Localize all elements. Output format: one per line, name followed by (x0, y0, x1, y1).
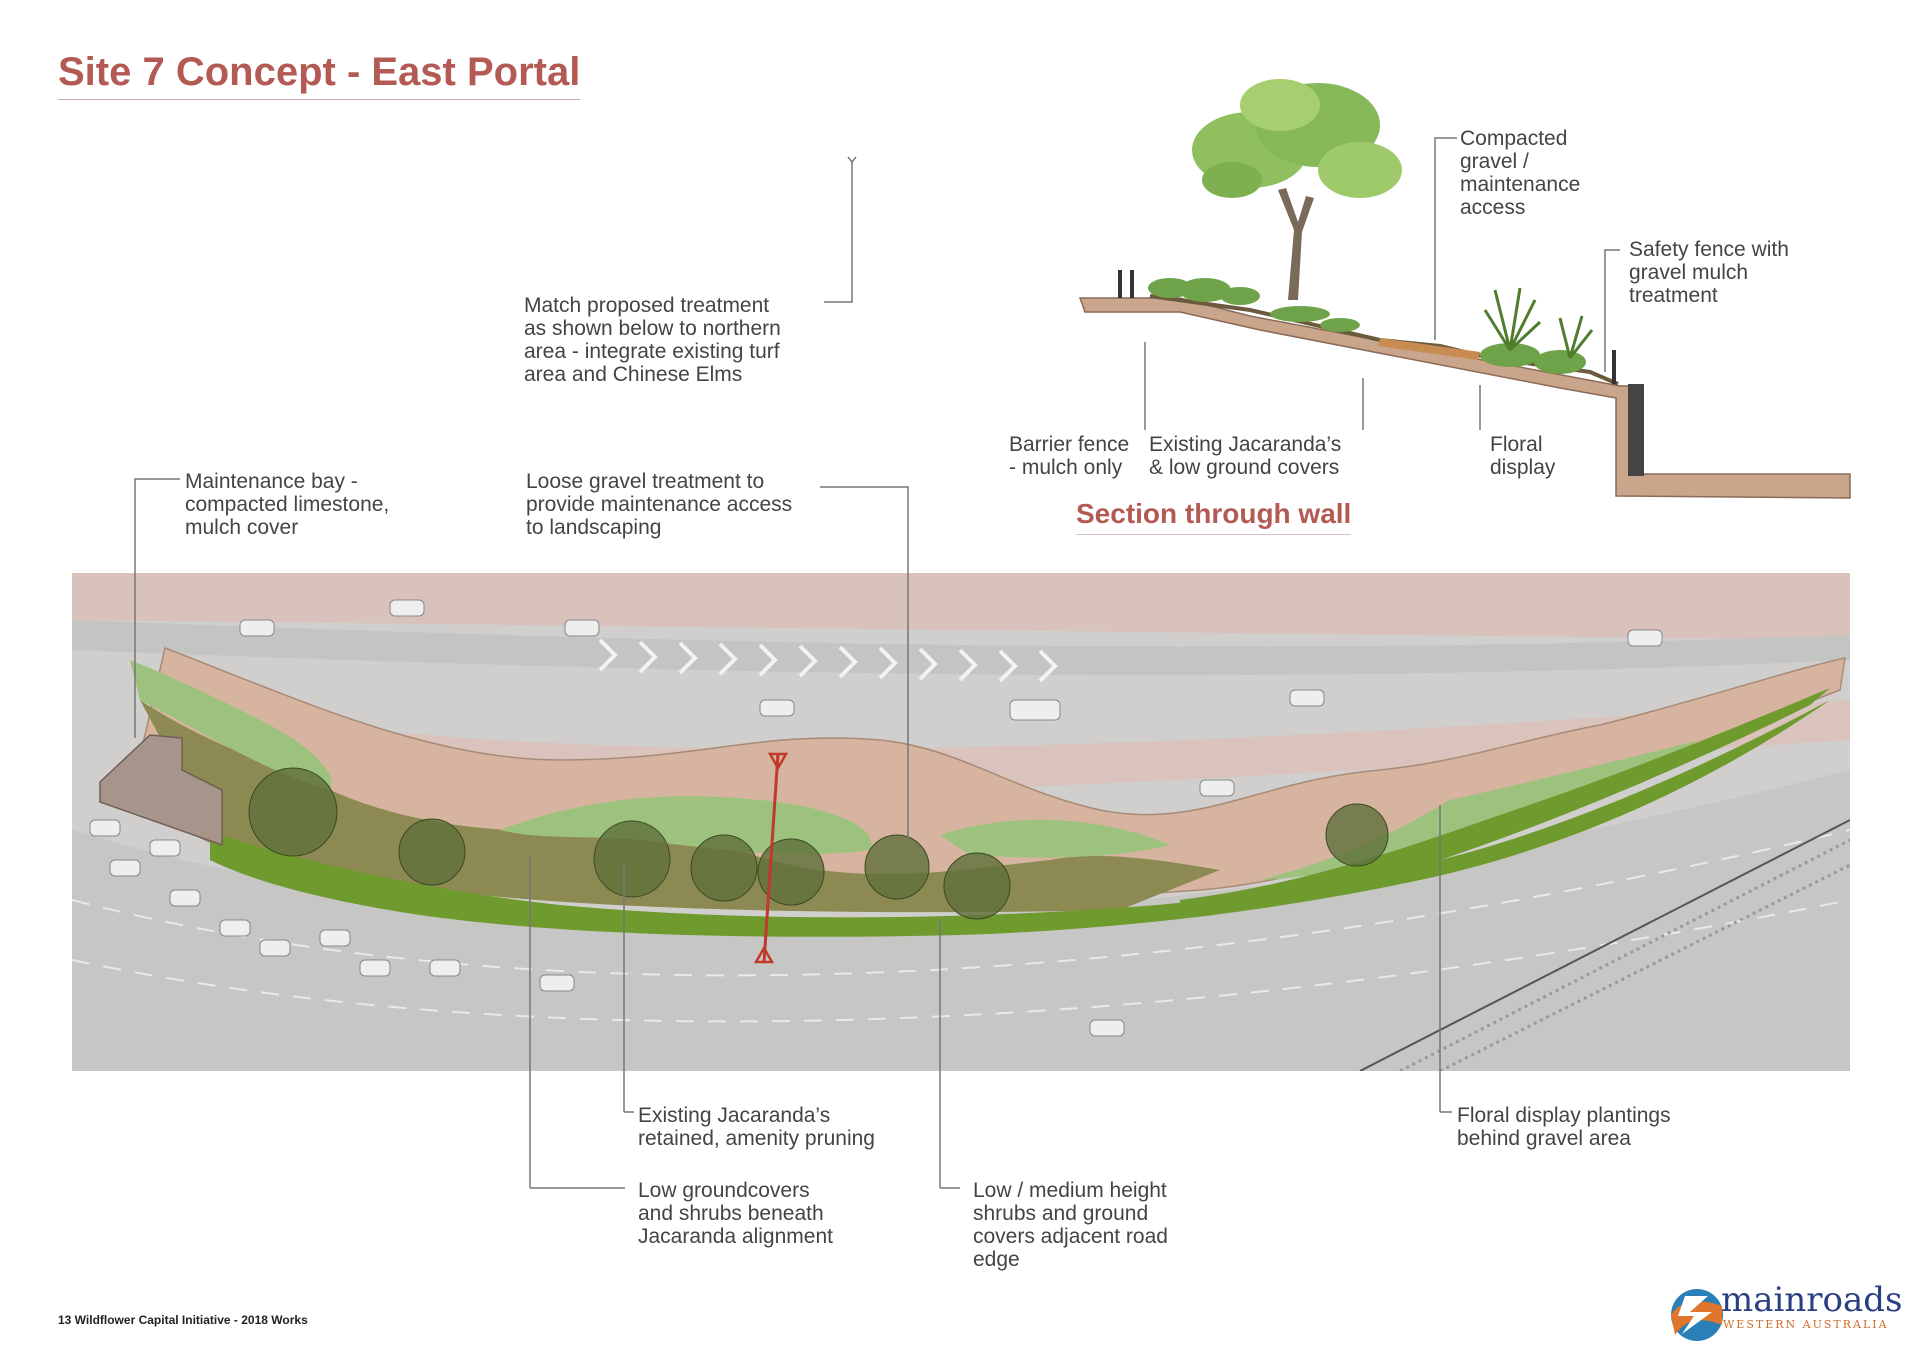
label-low-medium-shrubs: Low / medium height shrubs and ground co… (973, 1179, 1168, 1271)
section-tree (1192, 79, 1402, 300)
section-title: Section through wall (1076, 498, 1352, 535)
label-safety-fence: Safety fence with gravel mulch treatment (1629, 238, 1789, 307)
label-loose-gravel: Loose gravel treatment to provide mainte… (526, 470, 793, 539)
section-retaining-wall (1628, 384, 1644, 476)
page-title: Site 7 Concept - East Portal (58, 50, 581, 100)
vehicles (89, 599, 1663, 1037)
light-green-zone (940, 819, 1170, 858)
logo-subtitle: WESTERN AUSTRALIA (1723, 1318, 1889, 1331)
plan-leader-lines (134, 156, 1452, 1189)
road-chevrons (598, 638, 1058, 683)
logo-wordmark: mainroads (1721, 1280, 1903, 1320)
label-jacarandas-retained: Existing Jacaranda’s retained, amenity p… (638, 1104, 875, 1150)
aerial-plan (72, 573, 1850, 1071)
safety-fence-post (1612, 350, 1616, 384)
light-green-zone (500, 796, 872, 855)
page-footer: 13 Wildflower Capital Initiative - 2018 … (58, 1313, 308, 1327)
label-existing-jacarandas: Existing Jacaranda’s & low ground covers (1149, 433, 1342, 479)
light-green-zone (130, 660, 332, 790)
jacaranda-trees (248, 767, 1389, 920)
maintenance-bay (99, 734, 223, 847)
label-low-groundcovers: Low groundcovers and shrubs beneath Jaca… (638, 1179, 833, 1248)
barrier-fence-post (1118, 270, 1122, 298)
section-drawing (1078, 79, 1851, 499)
section-groundcovers (1148, 278, 1586, 374)
label-floral-display: Floral display (1490, 433, 1556, 479)
section-gravel (1378, 338, 1480, 360)
label-barrier-fence: Barrier fence - mulch only (1009, 433, 1130, 479)
label-compacted-gravel: Compacted gravel / maintenance access (1460, 127, 1581, 219)
label-maintenance-bay: Maintenance bay - compacted limestone, m… (185, 470, 390, 539)
label-match-proposed: Match proposed treatment as shown below … (524, 294, 781, 386)
barrier-fence-post (1130, 270, 1134, 298)
mainroads-logo-mark (1671, 1289, 1723, 1341)
label-floral-plantings: Floral display plantings behind gravel a… (1457, 1104, 1671, 1150)
road-edge-shrub-zone (210, 700, 1830, 937)
section-leader-lines (1144, 137, 1620, 430)
section-floral-plants (1483, 287, 1594, 359)
section-cut-line (762, 753, 780, 963)
section-soil-top (1149, 294, 1619, 386)
